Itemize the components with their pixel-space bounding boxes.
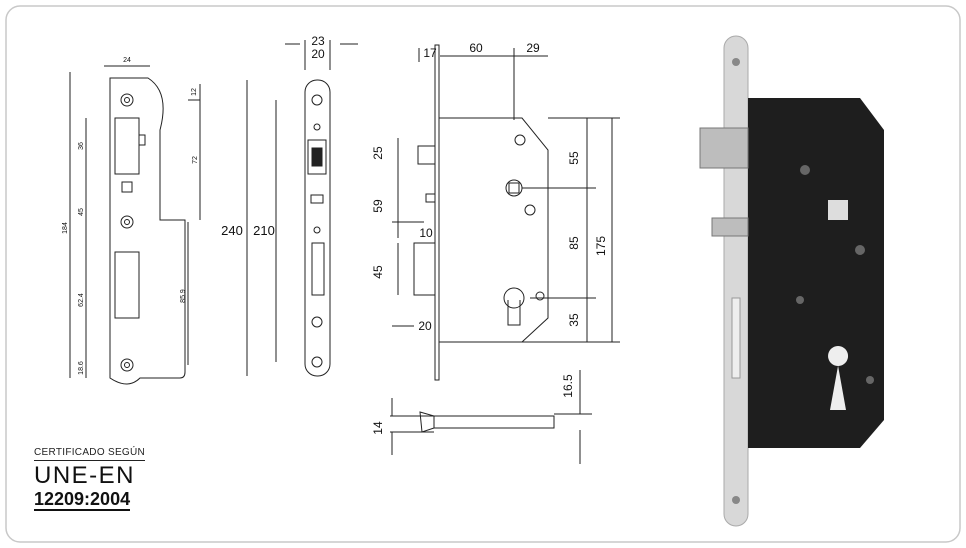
lock-side-view (390, 370, 592, 464)
photo-hole-3 (796, 296, 804, 304)
screw-hole-top (120, 93, 134, 107)
faceplate-latch-slot (307, 139, 327, 175)
photo-deadbolt-slot (731, 297, 741, 379)
screw-hole-mid (120, 215, 134, 229)
photo-hole-4 (866, 376, 874, 384)
latch-tab (138, 134, 146, 146)
cylinder-body (507, 300, 521, 326)
side-view-body (433, 415, 555, 429)
lock-face-label: 17 (423, 46, 437, 60)
cert-number: 12209:2004 (34, 489, 131, 511)
lock-cyl-bottom-label: 35 (567, 313, 581, 327)
faceplate-hole-mid (313, 226, 321, 234)
faceplate-screw-top (311, 94, 323, 106)
lock-handle-cyl-label: 85 (567, 236, 581, 250)
photo-hole-2 (855, 245, 865, 255)
faceplate-deadbolt-slot (311, 242, 325, 296)
lock-gap1-label: 59 (371, 199, 385, 213)
lock-case-outline (438, 117, 549, 343)
lock-depth-label: 29 (526, 41, 540, 55)
strike-latch-label: 36 (78, 142, 85, 150)
cert-small-label: CERTIFICADO SEGÚN (34, 447, 146, 461)
photo-hole-1 (800, 165, 810, 175)
side-offset-label: 16.5 (561, 374, 575, 398)
cert-standard: UNE-EN (34, 462, 136, 489)
faceplate-bolt-slot (310, 194, 324, 204)
lock-bolt-off-label: 10 (419, 226, 433, 240)
strike-mid-label: 45 (78, 208, 85, 216)
body-hole-1 (514, 134, 526, 146)
lock-bolt-depth-label: 20 (418, 319, 432, 333)
strike-plate-drawing (69, 65, 201, 385)
aux-bolt (425, 193, 436, 203)
photo-faceplate (723, 35, 749, 527)
photo-screw-top (732, 58, 740, 66)
faceplate-small-hole (313, 123, 321, 131)
lock-latch-h-label: 25 (371, 146, 385, 160)
deadbolt-opening (114, 251, 140, 319)
strike-bottom-label: 18.6 (78, 361, 85, 375)
small-opening (121, 181, 133, 193)
outer-frame (5, 5, 961, 543)
strike-span-label: 85.9 (180, 289, 187, 303)
lock-front-plate (434, 44, 440, 381)
latch-opening (114, 117, 140, 175)
side-view-latch (419, 411, 435, 433)
strike-plate-outline (109, 77, 186, 385)
faceplate-latch-fill (311, 147, 323, 167)
faceplate-w2-label: 20 (311, 47, 325, 61)
photo-screw-bottom (732, 496, 740, 504)
screw-hole-mid-inner (124, 219, 130, 225)
strike-top-offset-label: 12 (191, 88, 198, 96)
faceplate-outline (304, 79, 331, 377)
strike-total-label: 184 (62, 222, 69, 234)
faceplate-screw-bottom (311, 356, 323, 368)
photo-aux-bolt (711, 217, 749, 237)
photo-latch-bolt (699, 127, 749, 169)
strike-width-label: 24 (123, 57, 131, 64)
lock-total-h-label: 175 (594, 236, 608, 256)
handle-hub (505, 179, 523, 197)
side-width-label: 14 (371, 421, 385, 435)
lock-backset-label: 60 (469, 41, 483, 55)
strike-lower-label: 62.4 (78, 293, 85, 307)
certification-block: CERTIFICADO SEGÚN UNE-EN 12209:2004 (34, 442, 164, 511)
lock-top-handle-label: 55 (567, 151, 581, 165)
faceplate-w1-label: 23 (311, 34, 325, 48)
deadbolt (413, 242, 436, 296)
faceplate-h-inner-label: 210 (253, 223, 275, 238)
faceplate-h-outer-label: 240 (221, 223, 243, 238)
lock-product-photo (699, 35, 884, 527)
screw-hole-top-inner (124, 97, 130, 103)
cylinder-top (503, 287, 525, 309)
strike-upper-label: 72 (192, 156, 199, 164)
latch-bolt (417, 145, 436, 165)
body-hole-2 (524, 204, 536, 216)
body-hole-3 (535, 291, 545, 301)
faceplate-screw-lower (311, 316, 323, 328)
photo-handle-square (828, 200, 848, 220)
photo-cylinder-hole (828, 346, 849, 410)
faceplate-drawing (246, 40, 358, 377)
screw-hole-bottom-inner (124, 362, 130, 368)
photo-lock-case (748, 98, 884, 448)
lock-body-drawing (392, 44, 620, 381)
handle-square (508, 182, 520, 194)
screw-hole-bottom (120, 358, 134, 372)
lock-deadbolt-h-label: 45 (371, 265, 385, 279)
